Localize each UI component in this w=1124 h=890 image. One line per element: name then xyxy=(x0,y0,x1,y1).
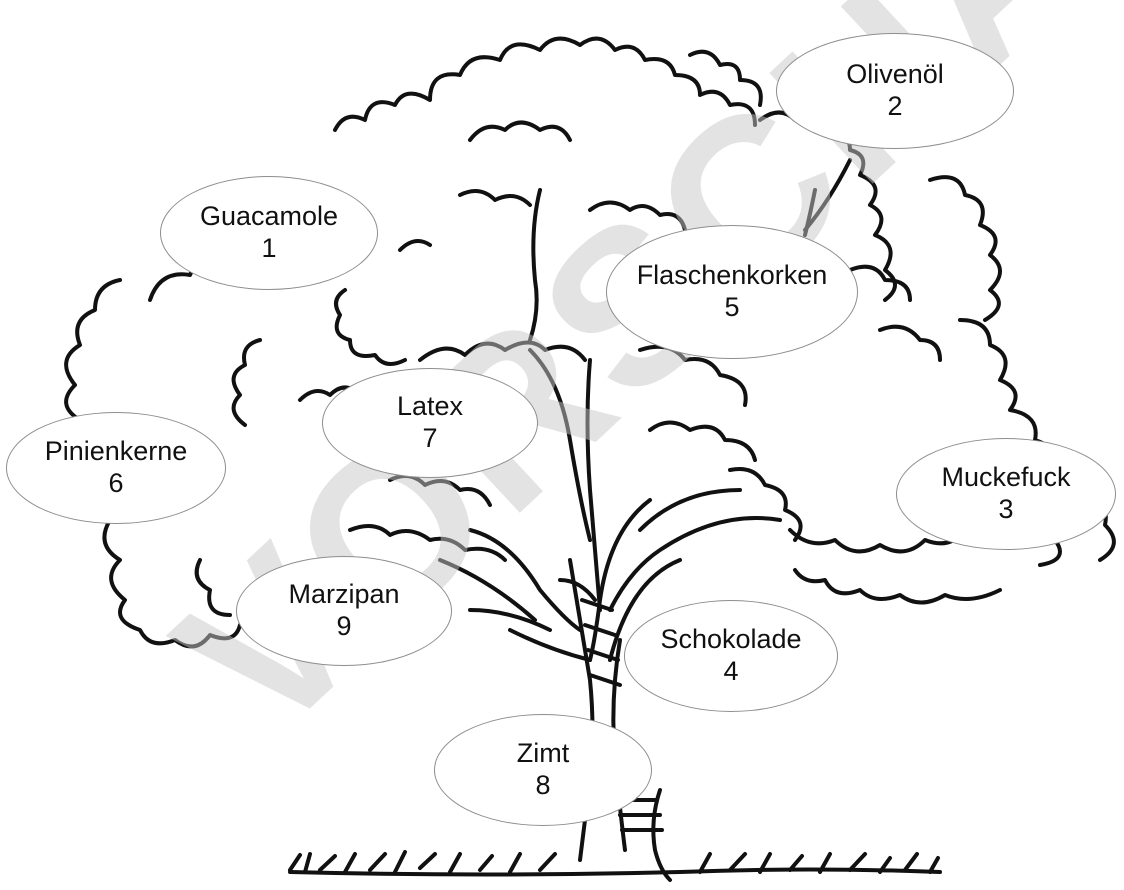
label-name: Olivenöl xyxy=(846,59,944,91)
label-number: 5 xyxy=(724,292,739,324)
label-number: 2 xyxy=(887,91,902,123)
label-name: Guacamole xyxy=(200,201,338,233)
label-guacamole: Guacamole 1 xyxy=(160,176,378,290)
label-number: 7 xyxy=(422,423,437,455)
label-marzipan: Marzipan 9 xyxy=(236,556,452,666)
label-name: Pinienkerne xyxy=(45,436,188,468)
label-latex: Latex 7 xyxy=(322,368,538,478)
label-muckefuck: Muckefuck 3 xyxy=(896,438,1116,550)
label-zimt: Zimt 8 xyxy=(434,714,652,826)
label-number: 1 xyxy=(261,233,276,265)
label-number: 9 xyxy=(336,611,351,643)
label-flaschenkorken: Flaschenkorken 5 xyxy=(606,225,858,359)
label-name: Marzipan xyxy=(288,579,399,611)
label-name: Schokolade xyxy=(660,624,801,656)
label-name: Latex xyxy=(397,391,463,423)
label-number: 6 xyxy=(108,468,123,500)
label-pinienkerne: Pinienkerne 6 xyxy=(6,412,226,524)
label-name: Zimt xyxy=(517,738,569,770)
label-schokolade: Schokolade 4 xyxy=(624,600,838,712)
label-name: Flaschenkorken xyxy=(637,260,828,292)
label-number: 8 xyxy=(535,770,550,802)
label-olivenoel: Olivenöl 2 xyxy=(776,33,1014,149)
label-number: 3 xyxy=(998,494,1013,526)
label-name: Muckefuck xyxy=(941,462,1070,494)
label-number: 4 xyxy=(723,656,738,688)
